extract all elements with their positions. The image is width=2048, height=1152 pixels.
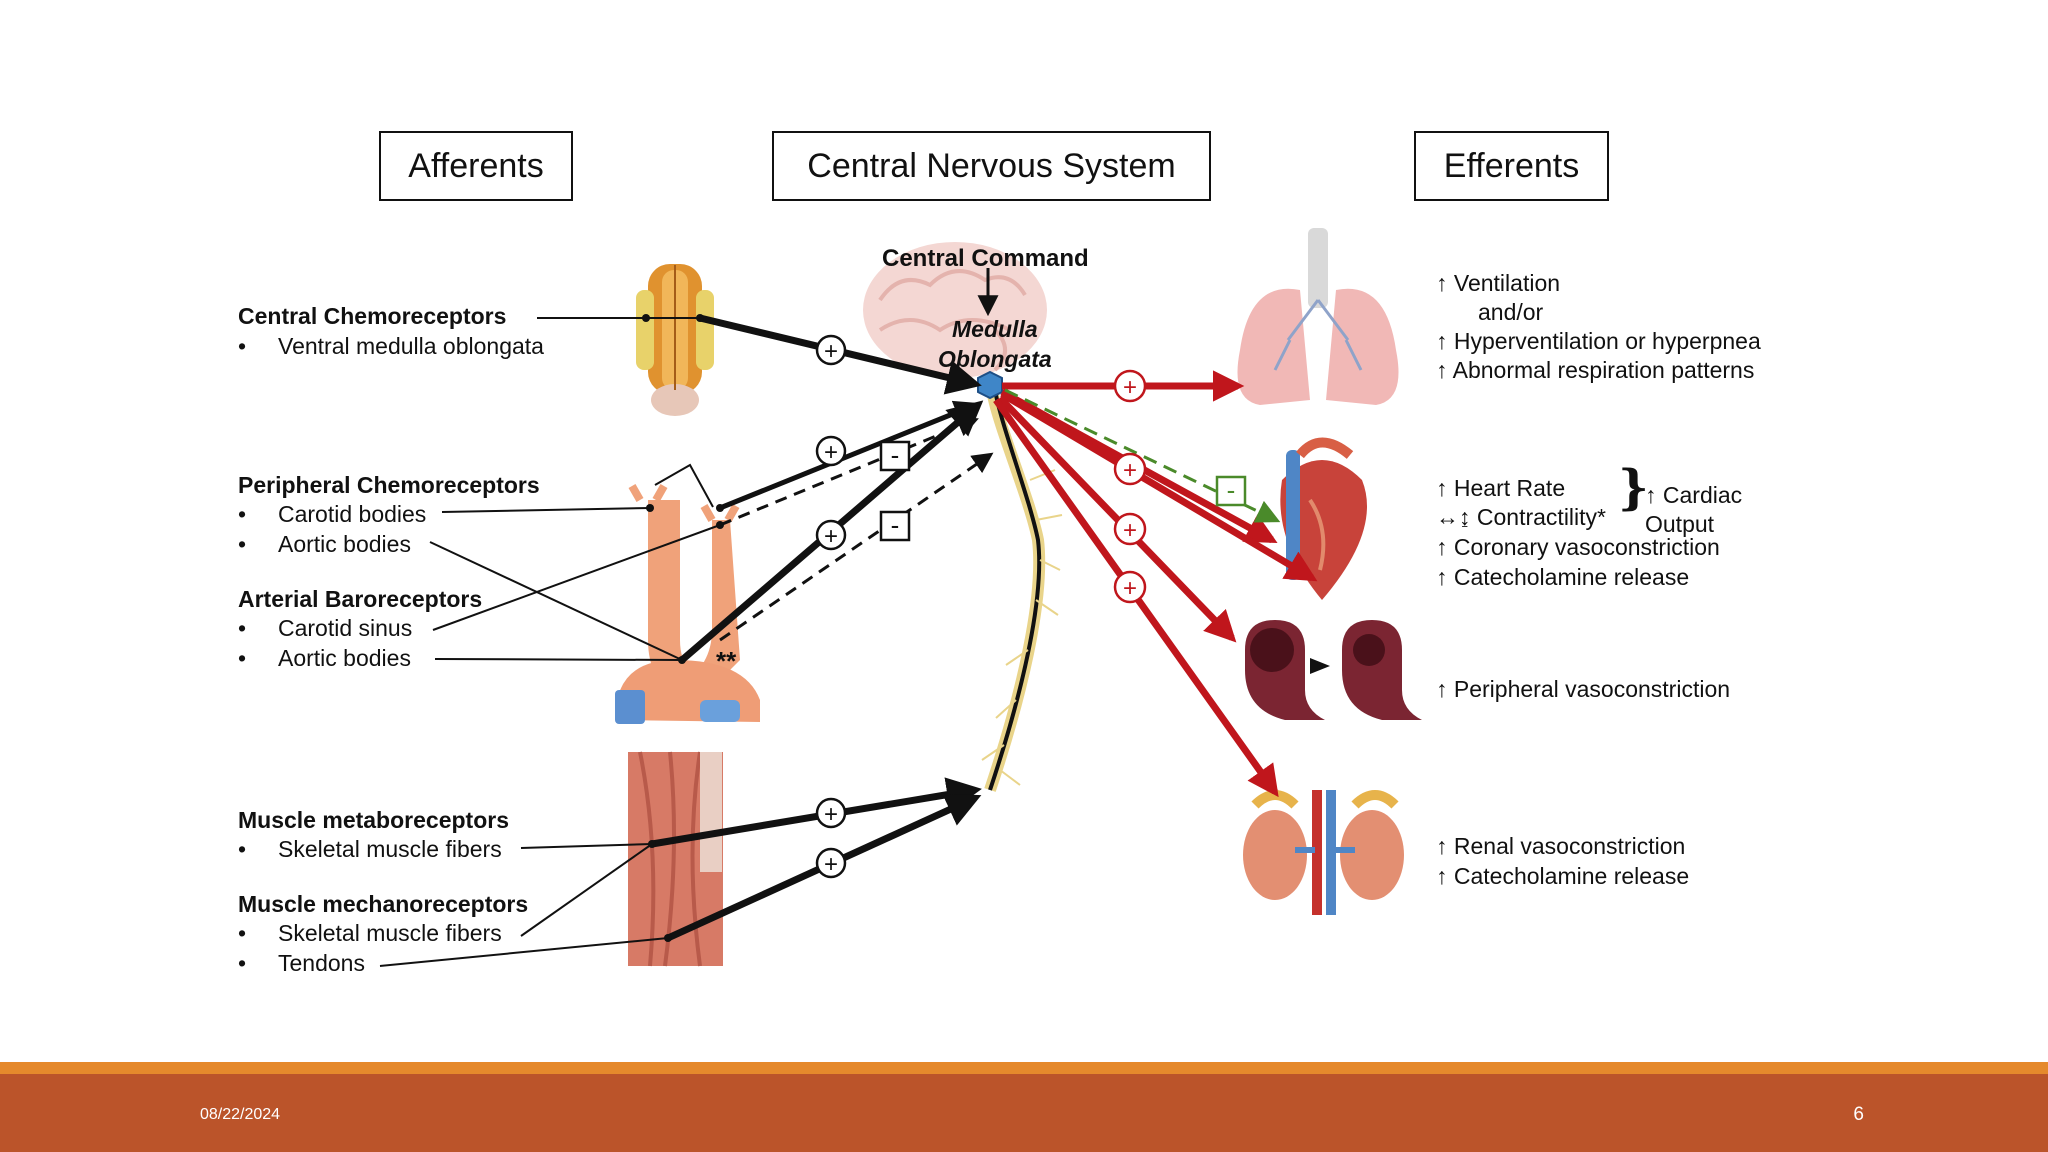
mechano-item: •Skeletal muscle fibers [238,920,502,946]
sign-markers: + + + + + - - + + + + - [815,334,1247,879]
peripheral-chemo-item: •Aortic bodies [238,531,411,557]
efferents-header: Efferents [1414,131,1609,201]
baro-item: •Carotid sinus [238,615,413,641]
baro-item: •Aortic bodies [238,645,411,671]
kidneys-image [1243,790,1404,915]
heart-effect: ↑ Heart Rate [1436,475,1566,501]
baro-title: Arterial Baroreceptors [238,586,483,612]
leader-lines [379,317,721,967]
metabo-title: Muscle metaboreceptors [238,807,509,833]
mechano-item: •Tendons [238,950,365,976]
cardiac-output-label: ↑ Cardiac [1645,482,1743,508]
lungs-effect: and/or [1478,299,1544,325]
cardiac-output-brace: } [1618,460,1649,516]
plus-sign: + [1123,575,1137,602]
peripheral-chemo-dashed-arrow [719,416,979,527]
cardiac-output-label: Output [1645,511,1715,537]
spinal-cord [981,393,1063,792]
heart-image [1280,437,1367,600]
vessels-arrow [997,395,1237,643]
plus-sign: + [824,523,838,550]
central-chemo-item: •Ventral medulla oblongata [238,333,544,359]
page-number: 6 [1853,1104,1864,1125]
peripheral-chemo-title: Peripheral Chemoreceptors [238,472,540,498]
brain-image [863,242,1047,378]
heart-arrow-2 [1000,390,1318,582]
minus-sign: - [891,440,900,470]
muscle-image [628,751,723,967]
plus-sign: + [824,338,838,365]
plus-sign: + [1123,517,1137,544]
minus-sign: - [1227,475,1236,505]
central-chemo-title: Central Chemoreceptors [238,303,507,329]
minus-sign: - [891,510,900,540]
afferents-header: Afferents [379,131,573,201]
central-command-label: Central Command [882,245,1089,272]
brainstem-image [636,264,714,416]
plus-sign: + [1123,374,1137,401]
lungs-effect: ↑ Abnormal respiration patterns [1436,357,1755,383]
footer-stripe [0,1062,2048,1074]
footer-date: 08/22/2024 [200,1106,281,1123]
heart-effect: ↔↨ Contractility* [1436,504,1606,530]
cns-header: Central Nervous System [772,131,1211,201]
plus-sign: + [824,801,838,828]
vessels-image [1245,620,1422,720]
baro-dashed-arrow [719,452,994,642]
vessels-effect: ↑ Peripheral vasoconstriction [1436,676,1731,702]
double-star-label: ** [716,646,737,676]
lungs-effect: ↑ Ventilation [1436,270,1561,296]
footer-bar [0,1074,2048,1152]
medulla-label-line2: Oblongata [938,346,1052,372]
lungs-effect: ↑ Hyperventilation or hyperpnea [1436,328,1761,354]
kidneys-effect: ↑ Renal vasoconstriction [1436,833,1686,859]
kidneys-effect: ↑ Catecholamine release [1436,863,1690,889]
metabo-item: •Skeletal muscle fibers [238,836,502,862]
metabo-arrow [651,777,982,848]
mechano-title: Muscle mechanoreceptors [238,891,529,917]
medulla-node [977,370,1003,400]
peripheral-chemo-arrow [719,400,980,511]
heart-effect: ↑ Coronary vasoconstriction [1436,534,1720,560]
heart-effect: ↑ Catecholamine release [1436,564,1690,590]
plus-sign: + [824,439,838,466]
medulla-label-line1: Medulla [952,316,1038,342]
lungs-image [1237,228,1399,405]
plus-sign: + [824,851,838,878]
peripheral-chemo-item: •Carotid bodies [238,501,427,527]
aorta-image [615,463,760,724]
plus-sign: + [1123,457,1137,484]
